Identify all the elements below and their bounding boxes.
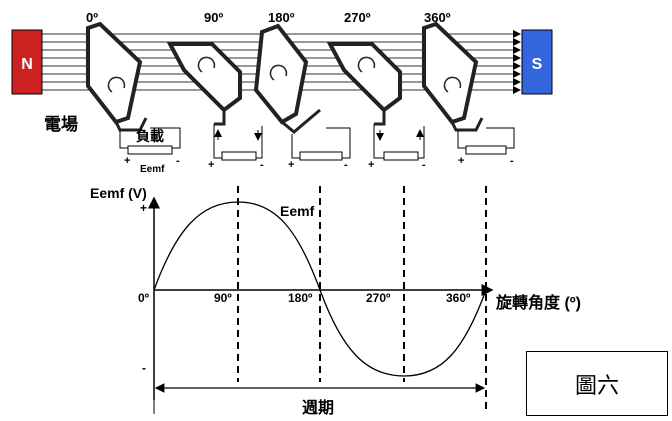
terminal-plus-270: + [368, 159, 374, 171]
coil-360 [422, 21, 484, 132]
emf-small-label: Eemf [140, 164, 165, 175]
load-circuit-360 [457, 127, 515, 155]
period-label: 週期 [302, 398, 334, 417]
terminal-plus-360: + [458, 155, 464, 167]
north-label: N [21, 56, 33, 73]
y-minus-label: - [142, 361, 146, 375]
figure-label: 圖六 [526, 351, 668, 416]
x-tick-360: 360º [446, 291, 471, 305]
x-tick-90: 90º [214, 291, 232, 305]
y-plus-label: + [140, 201, 147, 215]
angle-label-0: 0º [86, 10, 98, 25]
x-tick-270: 270º [366, 291, 391, 305]
emf-curve-label: Eemf [280, 203, 315, 219]
load-circuit-270 [373, 124, 425, 161]
angle-label-360: 360º [424, 10, 451, 25]
north-magnet [11, 29, 43, 95]
y-axis-label: Eemf (V) [90, 185, 147, 201]
quarter-markers [237, 186, 487, 414]
x-tick-0: 0º [138, 291, 150, 305]
terminal-minus-180: - [344, 159, 348, 171]
coil-90 [166, 42, 242, 126]
load-circuit-90 [213, 124, 263, 161]
terminal-minus-90: - [260, 159, 264, 171]
angle-label-180: 180º [268, 10, 295, 25]
south-label: S [532, 56, 543, 73]
terminal-minus-0: - [176, 155, 180, 167]
load-label: 負載 [136, 128, 164, 144]
x-tick-180: 180º [288, 291, 313, 305]
angle-label-90: 90º [204, 10, 223, 25]
terminal-plus-180: + [288, 159, 294, 171]
terminal-plus-90: + [208, 159, 214, 171]
emf-curve [153, 201, 487, 377]
load-circuit-180 [291, 127, 351, 161]
coil-0 [86, 21, 148, 132]
angle-label-270: 270º [344, 10, 371, 25]
load-circuit-0 [119, 127, 181, 155]
south-magnet [521, 29, 553, 95]
x-axis-label: 旋轉角度 (º) [495, 293, 581, 312]
terminal-minus-360: - [510, 155, 514, 167]
coil-270 [326, 42, 402, 126]
field-label: 電場 [44, 115, 78, 134]
terminal-minus-270: - [422, 159, 426, 171]
terminal-plus-0: + [124, 155, 130, 167]
coil-180 [253, 23, 321, 134]
